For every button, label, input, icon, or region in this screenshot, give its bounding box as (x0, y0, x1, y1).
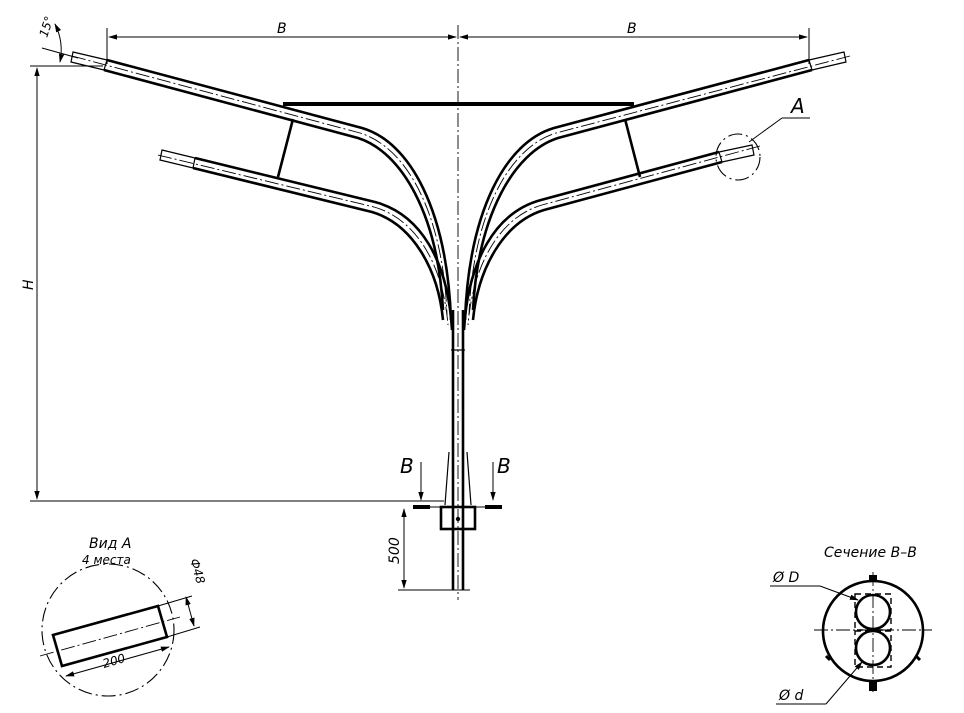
arm-lower-right-outer (462, 150, 720, 331)
dim-b-left-text: B (277, 21, 287, 37)
section-d-outer-text: Ø D (772, 570, 799, 586)
arm-lower-right-tip (718, 144, 755, 163)
section-bb: Сечение В–В Ø D Ø d (770, 545, 932, 705)
collar-taper-right (466, 451, 472, 506)
section-mark-right-text: B (497, 454, 511, 478)
view-a-subtitle: 4 места (82, 553, 131, 567)
arm-upper-right-inner (471, 68, 813, 311)
angle-text: 15° (37, 14, 57, 39)
arm-lower-left-inner (192, 166, 445, 321)
view-a-length-text: 200 (101, 651, 127, 671)
arm-upper-right-axis (468, 55, 851, 316)
section-right-tab (914, 654, 922, 662)
bracket-assembly: B B (70, 25, 851, 600)
view-a-boundary (41, 563, 175, 697)
section-tube-upper (854, 593, 892, 631)
detail-a-circle (715, 133, 761, 181)
dimensions: B B H 500 15° A (21, 14, 810, 591)
view-a-length-dim (65, 646, 170, 677)
arm-upper-left-inner (103, 68, 445, 311)
arm-lower-right-inner (471, 160, 723, 321)
view-a-tube-axis (39, 616, 181, 657)
section-left-tab (824, 654, 832, 662)
collar-taper-left (444, 451, 450, 506)
arm-upper-left-tip (70, 51, 108, 71)
dim-h-text: H (21, 279, 37, 290)
arm-lower-right-axis (467, 145, 761, 326)
collar-bolt (455, 516, 461, 522)
section-d-inner-text: Ø d (778, 688, 803, 704)
section-top-lug (869, 575, 877, 581)
dim-500-text: 500 (387, 537, 403, 564)
angle-arc (54, 23, 65, 63)
view-a-detail: Вид А 4 места 200 Ф48 (39, 536, 208, 697)
view-a-diameter-dim (185, 596, 195, 627)
view-a-diameter-text: Ф48 (187, 557, 208, 586)
callout-a-text: A (789, 94, 805, 118)
section-mark-left-text: B (400, 454, 414, 478)
view-a-title: Вид А (89, 536, 131, 552)
section-bottom-lug (869, 681, 877, 691)
arm-lower-left-tip (159, 149, 196, 169)
section-bb-title: Сечение В–В (824, 545, 917, 561)
view-a-diameter-ext-2 (166, 626, 201, 638)
arm-upper-right-outer (463, 58, 810, 321)
arm-upper-left-outer (106, 58, 453, 321)
dim-b-right-text: B (627, 21, 637, 37)
brace-right (623, 118, 642, 178)
brace-left (276, 118, 295, 178)
section-d-outer-leader (819, 585, 859, 601)
section-tube-lower (854, 629, 892, 667)
arm-upper-right-tip (808, 51, 847, 71)
callout-a-leader (748, 117, 783, 143)
arm-lower-left-axis (157, 154, 449, 326)
section-d-inner-leader (825, 661, 863, 705)
arm-lower-left-outer (194, 156, 454, 331)
section-tube-lower-hidden (854, 630, 892, 668)
section-tube-upper-hidden (854, 593, 892, 631)
